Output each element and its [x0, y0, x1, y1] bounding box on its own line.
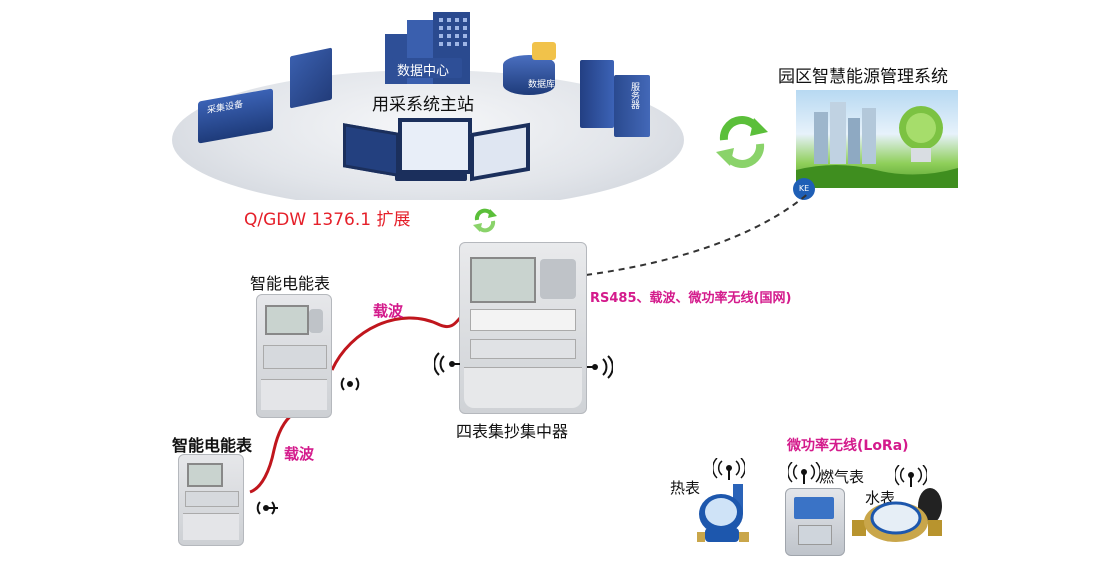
gas-meter-label: 燃气表 [819, 468, 865, 486]
database-cylinder [503, 55, 555, 95]
monitor-center [398, 118, 472, 174]
smart-meter-1-label: 智能电能表 [250, 274, 331, 293]
server-label: 服务器 [629, 82, 639, 109]
server-tower-2 [614, 75, 650, 137]
concentrator-device [459, 242, 587, 414]
database-label: 数据库 [528, 80, 556, 90]
sync-arrows-small-icon [472, 206, 498, 238]
carrier-label-2: 载波 [284, 445, 315, 463]
heat-meter-label: 热表 [670, 479, 701, 497]
wireless-signal-icon [433, 352, 460, 380]
water-meter-device [852, 484, 944, 556]
park-system-image [796, 90, 958, 188]
protocol-label: Q/GDW 1376.1 扩展 [244, 210, 411, 230]
sync-arrows-icon [714, 110, 770, 176]
wireless-signal-icon [894, 464, 928, 491]
database-icon-folder [532, 42, 556, 60]
gas-meter-device [785, 488, 845, 556]
server-tower-1 [580, 60, 614, 128]
carrier-label-1: 载波 [373, 302, 404, 320]
wireless-lora-label: 微功率无线(LoRa) [787, 438, 909, 454]
wireless-signal-icon [338, 372, 362, 400]
smart-meter-1 [256, 294, 332, 418]
park-system-title: 园区智慧能源管理系统 [778, 67, 948, 87]
wireless-signal-icon [587, 355, 614, 383]
ke-logo-icon: KE [793, 178, 815, 200]
smart-meter-2 [178, 454, 244, 546]
platform-bottom-mask [160, 200, 700, 230]
concentrator-label: 四表集抄集中器 [456, 422, 569, 441]
heat-meter-device [697, 484, 755, 550]
wireless-signal-icon [712, 457, 746, 484]
data-center-label: 数据中心 [397, 64, 450, 79]
wireless-signal-icon [252, 496, 278, 524]
links-to-park-label: RS485、载波、微功率无线(国网) [590, 291, 792, 306]
wireless-signal-icon [787, 461, 821, 488]
data-center-label-box [392, 58, 462, 78]
master-station-label: 用采系统主站 [372, 95, 474, 115]
keyboard [395, 173, 467, 181]
smart-meter-2-label: 智能电能表 [172, 436, 253, 455]
